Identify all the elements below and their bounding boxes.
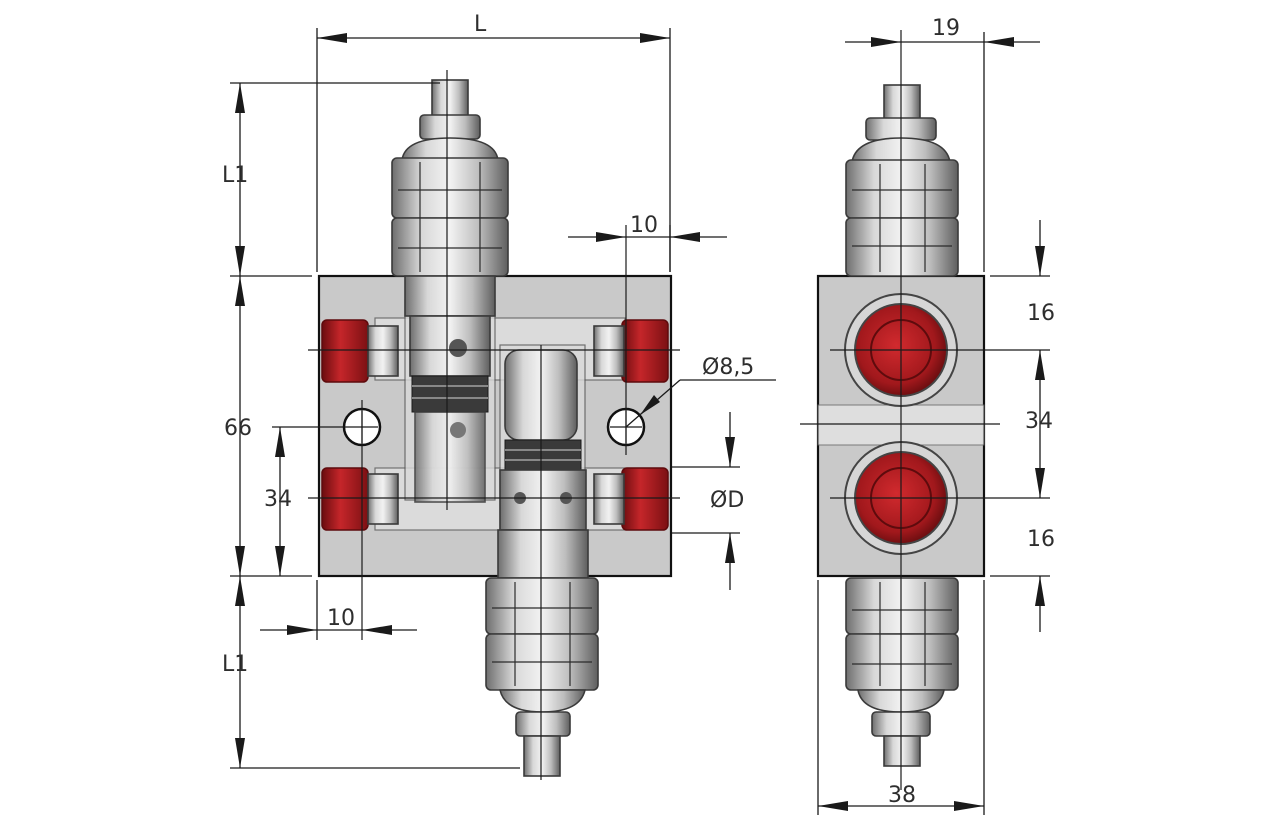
front-dimension-lines — [230, 28, 776, 769]
dim-port-spacing-label: 34 — [1025, 409, 1053, 434]
side-top-cartridge — [845, 84, 959, 277]
front-view: L L1 66 34 L1 10 10 Ø8,5 ØD — [222, 12, 776, 780]
dim-top-cartridge-label: L1 — [222, 163, 248, 188]
dim-half-width-label: 19 — [932, 16, 960, 41]
dim-hole-diameter-label: Ø8,5 — [702, 355, 754, 380]
dim-port-diameter-label: ØD — [710, 488, 744, 513]
dim-port-top-offset-label: 16 — [1027, 301, 1055, 326]
side-view: 19 16 34 16 38 — [800, 16, 1055, 815]
side-bottom-cartridge — [845, 577, 959, 767]
bottom-cartridge — [485, 349, 599, 777]
side-dimension-lines — [817, 32, 1050, 815]
dim-bottom-cartridge-label: L1 — [222, 652, 248, 677]
dim-width-label: 38 — [888, 783, 916, 808]
top-cartridge — [391, 79, 509, 503]
port-cap-bottom-right — [621, 467, 669, 531]
port-caps-front — [321, 319, 669, 531]
dim-length-label: L — [474, 12, 487, 37]
port-cap-top-left — [321, 319, 369, 383]
dim-hole-edge-bottom-label: 10 — [327, 606, 355, 631]
dim-hole-edge-right-label: 10 — [630, 213, 658, 238]
front-center-lines — [308, 70, 680, 780]
port-cap-top-right — [621, 319, 669, 383]
dim-hole-spacing-label: 34 — [264, 487, 292, 512]
dim-body-height-label: 66 — [224, 416, 252, 441]
dim-port-bottom-offset-label: 16 — [1027, 527, 1055, 552]
side-center-lines — [800, 30, 1050, 790]
port-cap-bottom-left — [321, 467, 369, 531]
